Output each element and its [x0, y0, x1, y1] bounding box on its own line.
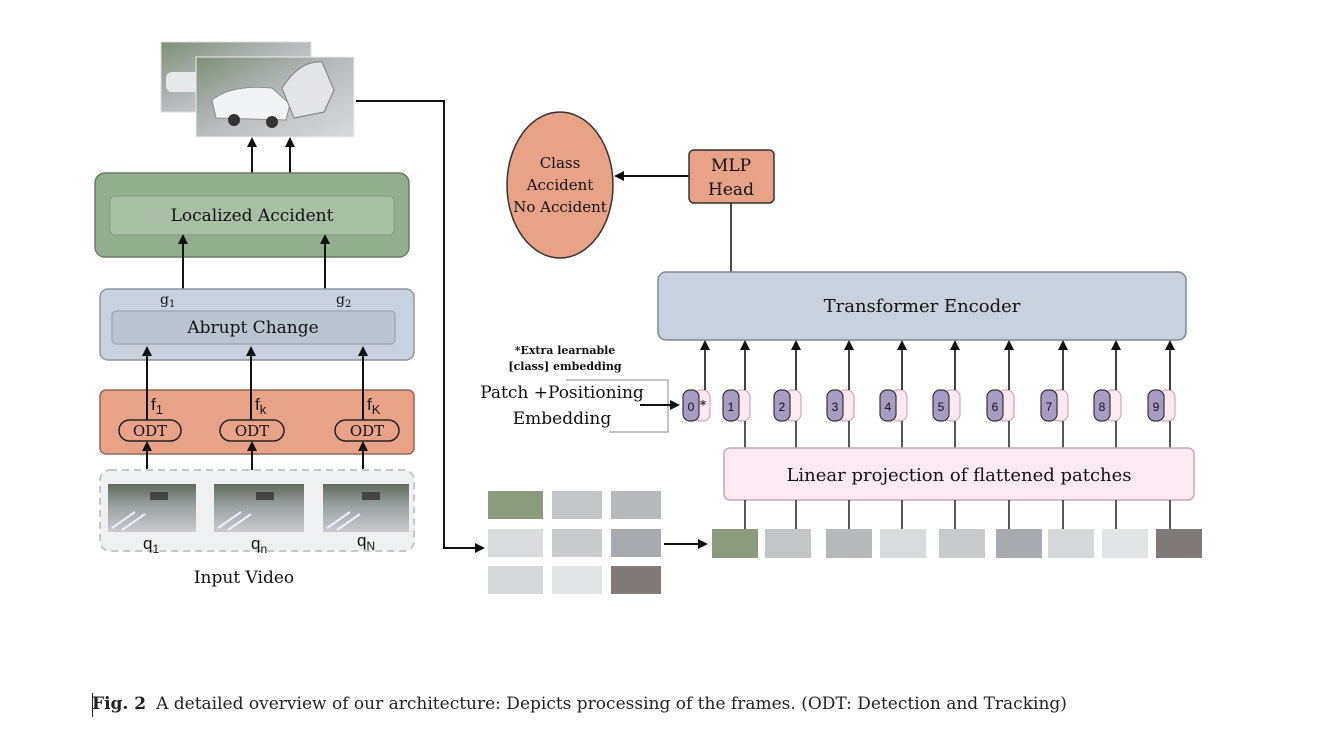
token-index-5: 5 [938, 400, 945, 414]
localized-accident-block: Localized Accident [94, 172, 410, 258]
feature-label-k: fk [255, 395, 267, 417]
figure-caption: Fig. 2 A detailed overview of our archite… [92, 694, 1192, 714]
input-video-label: Input Video [194, 568, 294, 588]
transformer-encoder-label: Transformer Encoder [824, 296, 1021, 317]
token-8: 8 [1093, 389, 1122, 422]
extra-embedding-note-line2: [class] embedding [508, 360, 622, 373]
odt-pill-3: ODT [334, 419, 400, 442]
abrupt-change-label: Abrupt Change [186, 318, 318, 338]
svg-text:Class: Class [540, 154, 581, 172]
svg-text:Accident: Accident [526, 176, 594, 194]
flattened-patch-3 [826, 529, 872, 558]
svg-text:MLP: MLP [711, 156, 751, 176]
token-index-4: 4 [885, 400, 892, 414]
caption-text: A detailed overview of our architecture:… [156, 694, 1067, 714]
token-index-1: 1 [728, 400, 735, 414]
token-7: 7 [1040, 389, 1069, 422]
abrupt-change-block: Abrupt Change g1 g2 [99, 288, 415, 361]
flattened-patch-7 [1048, 529, 1094, 558]
linear-projection-block: Linear projection of flattened patches [723, 447, 1195, 501]
token-index-8: 8 [1099, 400, 1106, 414]
query-label-N: qN [357, 531, 375, 553]
flattened-patch-2 [765, 529, 811, 558]
patch-embedding-label-box: Patch +Positioning Embedding [480, 379, 669, 433]
token-5: 5 [932, 389, 961, 422]
caption-label: Fig. 2 [92, 694, 147, 714]
svg-text:Embedding: Embedding [513, 409, 612, 429]
extra-embedding-note-line1: *Extra learnable [515, 344, 616, 357]
linear-projection-label: Linear projection of flattened patches [786, 465, 1131, 486]
feature-label-K: fK [367, 395, 381, 417]
flattened-patch-row [712, 500, 1202, 558]
token-index-7: 7 [1046, 400, 1053, 414]
input-frame-n [214, 484, 304, 532]
token-index-3: 3 [832, 400, 839, 414]
flattened-patch-5 [939, 529, 985, 558]
svg-text:ODT: ODT [235, 422, 269, 440]
feature-label-1: f1 [151, 395, 163, 417]
svg-text:ODT: ODT [350, 422, 384, 440]
token-0: 0* [682, 389, 711, 422]
token-index-0: 0 [688, 400, 695, 414]
token-4: 4 [879, 389, 908, 422]
token-index-6: 6 [992, 400, 999, 414]
token-3: 3 [826, 389, 855, 422]
svg-text:ODT: ODT [133, 422, 167, 440]
input-frame-N [323, 484, 409, 532]
input-video-group: q1 qn qN [99, 469, 415, 556]
odt-pill-1: ODT [118, 419, 182, 442]
class-output-ellipse: Class Accident No Accident [506, 111, 614, 259]
caption-bar [92, 693, 93, 717]
flattened-patch-4 [880, 529, 926, 558]
frames-to-patches-connector [356, 100, 485, 553]
token-index-9: 9 [1153, 400, 1160, 414]
g1-label: g1 [160, 292, 175, 310]
input-frame-1 [108, 484, 196, 532]
mlp-head-box: MLP Head [688, 149, 775, 204]
svg-text:Patch +Positioning: Patch +Positioning [480, 383, 644, 403]
flattened-patch-1 [712, 529, 758, 558]
svg-text:No Accident: No Accident [513, 198, 607, 216]
odt-pill-2: ODT [219, 419, 285, 442]
query-label-n: qn [251, 534, 267, 556]
flattened-patch-9 [1156, 529, 1202, 558]
query-label-1: q1 [143, 534, 159, 556]
localized-accident-label: Localized Accident [171, 206, 334, 226]
token-6: 6 [986, 389, 1015, 422]
flattened-patch-8 [1102, 529, 1148, 558]
patch-grid [488, 491, 661, 594]
token-1: 1 [722, 389, 751, 422]
output-frames-stack [160, 41, 355, 138]
g2-label: g2 [336, 292, 351, 310]
token-2: 2 [773, 389, 802, 422]
token-9: 9 [1147, 389, 1176, 422]
class-token-star: * [700, 398, 707, 412]
flattened-patch-6 [996, 529, 1042, 558]
transformer-encoder-block: Transformer Encoder [657, 271, 1187, 341]
token-index-2: 2 [779, 400, 786, 414]
svg-text:Head: Head [708, 180, 754, 200]
